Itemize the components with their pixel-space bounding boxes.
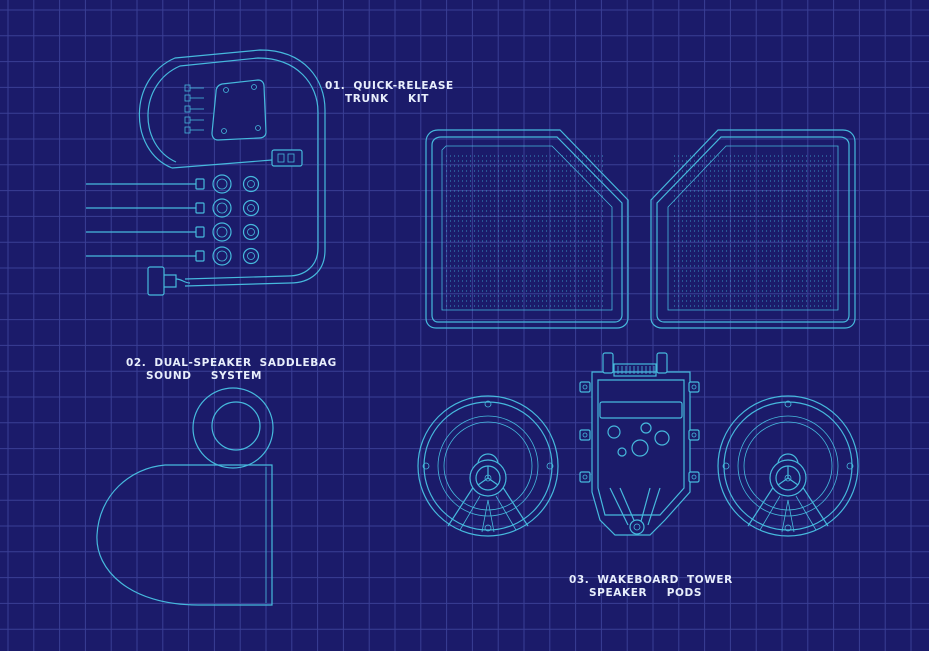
saddlebag-speaker-drawing [96,387,274,606]
label-row: 01. QUICK-RELEASE [325,80,453,93]
label-word: SYSTEM [210,370,262,382]
label-word: KIT [407,93,429,105]
label-number: 03. [569,574,590,586]
label-word: SPEAKER [589,587,648,599]
label-row: TRUNK KIT [325,93,429,106]
tower-pods-drawing [417,352,859,537]
label-word: PODS [666,587,702,599]
label-word: DUAL-SPEAKER [154,357,252,369]
label-row: SOUND SYSTEM [126,370,298,383]
label-word: SADDLEBAG [259,357,337,369]
label-row: 03. WAKEBOARD TOWER [569,574,732,587]
label-word: SOUND [146,370,192,382]
label-word: WAKEBOARD [597,574,679,586]
label-dual-speaker-saddlebag-sound-system: 02. DUAL-SPEAKER SADDLEBAG SOUND SYSTEM [126,357,336,383]
trunk-kit-drawing [86,49,326,296]
label-word: QUICK-RELEASE [353,80,454,92]
label-number: 01. [325,80,346,92]
label-word: TOWER [686,574,733,586]
label-word: TRUNK [345,93,389,105]
label-row: SPEAKER PODS [569,587,702,600]
label-row: 02. DUAL-SPEAKER SADDLEBAG [126,357,336,370]
label-quick-release-trunk-kit: 01. QUICK-RELEASE TRUNK KIT [325,80,453,106]
label-wakeboard-tower-speaker-pods: 03. WAKEBOARD TOWER SPEAKER PODS [569,574,732,600]
saddlebag-lids [425,129,856,329]
label-number: 02. [126,357,147,369]
